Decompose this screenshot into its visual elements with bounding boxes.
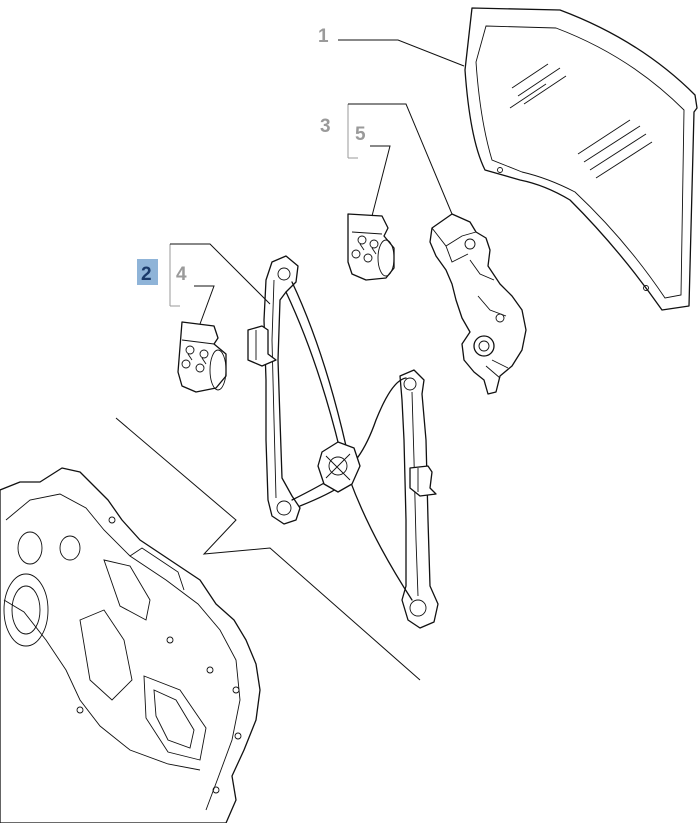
- leader-1: [338, 39, 465, 67]
- callout-3[interactable]: 3: [320, 116, 331, 137]
- fixing-kit-lower[interactable]: [177, 321, 227, 393]
- callout-2[interactable]: 2: [141, 264, 152, 285]
- callout-5[interactable]: 5: [355, 124, 366, 145]
- door-glass[interactable]: [464, 7, 698, 311]
- leader-5: [370, 145, 391, 217]
- callout-2-highlight: [137, 259, 158, 285]
- leader-2: [170, 243, 271, 305]
- door-inner-panel[interactable]: [0, 467, 261, 823]
- leader-3: [348, 103, 453, 215]
- callout-1[interactable]: 1: [318, 26, 329, 47]
- leader-4: [194, 285, 215, 325]
- callout-4[interactable]: 4: [176, 264, 187, 285]
- section-line: [115, 417, 421, 681]
- window-regulator[interactable]: [247, 255, 439, 629]
- window-motor[interactable]: [429, 213, 527, 395]
- fixing-kit-upper[interactable]: [347, 213, 395, 281]
